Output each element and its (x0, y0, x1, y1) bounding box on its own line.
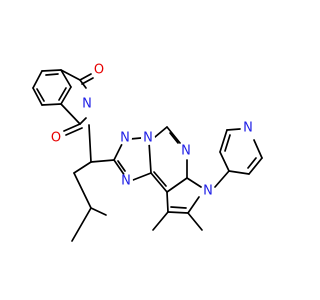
bond (32, 87, 43, 106)
nitrogen-atom-pyrrole: N (201, 184, 215, 199)
bond (166, 177, 188, 193)
bond (166, 191, 169, 213)
nitrogen-atom-triazole-bottom: N (119, 174, 133, 189)
bond (132, 172, 152, 181)
nitrogen-atom-pyrimidine: N (179, 144, 193, 159)
bond (228, 170, 250, 175)
bond (219, 129, 228, 153)
bond (150, 172, 168, 193)
bond-inner (247, 157, 257, 169)
bond (253, 139, 263, 159)
bond (73, 172, 92, 209)
bond (186, 177, 202, 188)
nitrogen-atom-imide: N (80, 97, 94, 112)
bond-inner (36, 88, 45, 102)
atom-labels: O O N N N N N N (49, 63, 255, 199)
bond (79, 117, 87, 125)
bond (113, 159, 126, 177)
pyridine-ring (214, 128, 263, 188)
bond (170, 206, 187, 209)
atom-label-o-bottom: O (51, 131, 61, 146)
atom-label-n-pyrrole: N (203, 184, 213, 199)
phthalimide-benzene-ring (32, 69, 72, 106)
bond (226, 128, 241, 131)
bond-inner (45, 73, 59, 76)
bond (88, 124, 92, 163)
bond (73, 161, 92, 174)
bond-inner (117, 160, 126, 172)
oxygen-atom-bottom: O (49, 131, 63, 146)
atom-label-n-triazole-top: N (120, 131, 130, 146)
bond (41, 103, 62, 106)
bond (167, 211, 189, 214)
molecule-canvas: O O N N N N N N (32, 63, 263, 242)
bond (169, 132, 179, 144)
bond (219, 151, 230, 172)
bond (60, 69, 72, 88)
bond-inner (58, 87, 67, 101)
bond (248, 157, 263, 175)
bond (214, 170, 230, 188)
atom-label-n-triazole-bottom: N (121, 174, 131, 189)
pyrimidine-ring (148, 126, 188, 193)
atom-label-n-imide: N (82, 97, 92, 112)
nitrogen-atom-triazole-bridge: N (141, 131, 155, 146)
bond (79, 73, 92, 81)
bond (166, 126, 181, 144)
phthalimide-imide-ring (60, 69, 94, 136)
bond (41, 69, 62, 72)
bond-inner (224, 134, 231, 152)
atom-label-n-pyrimidine: N (181, 144, 191, 159)
pyrrole-ring (152, 177, 203, 231)
oxygen-atom-top: O (92, 63, 106, 78)
bond (81, 77, 94, 85)
atom-label-o-top: O (94, 63, 104, 78)
bond (148, 141, 152, 174)
bond (90, 159, 115, 163)
nitrogen-atom-pyridine: N (241, 121, 255, 136)
bond (152, 211, 169, 231)
bond (32, 70, 43, 89)
bond (187, 212, 203, 231)
triazole-ring (113, 137, 152, 181)
bond (113, 143, 123, 161)
bond (63, 123, 81, 132)
bond (60, 69, 81, 81)
bond (65, 127, 83, 136)
molecule-structure: O O N N N N N N (32, 63, 263, 242)
bond (187, 196, 200, 214)
bond (60, 86, 72, 105)
atom-label-n-triazole-bridge: N (143, 131, 153, 146)
nitrogen-atom-triazole-top: N (118, 131, 132, 146)
bond-inner (153, 171, 167, 187)
bond (60, 103, 81, 125)
bond (90, 207, 107, 216)
bond (71, 207, 92, 242)
atom-label-n-pyridine: N (243, 121, 253, 136)
isobutyl-chain (71, 124, 115, 242)
